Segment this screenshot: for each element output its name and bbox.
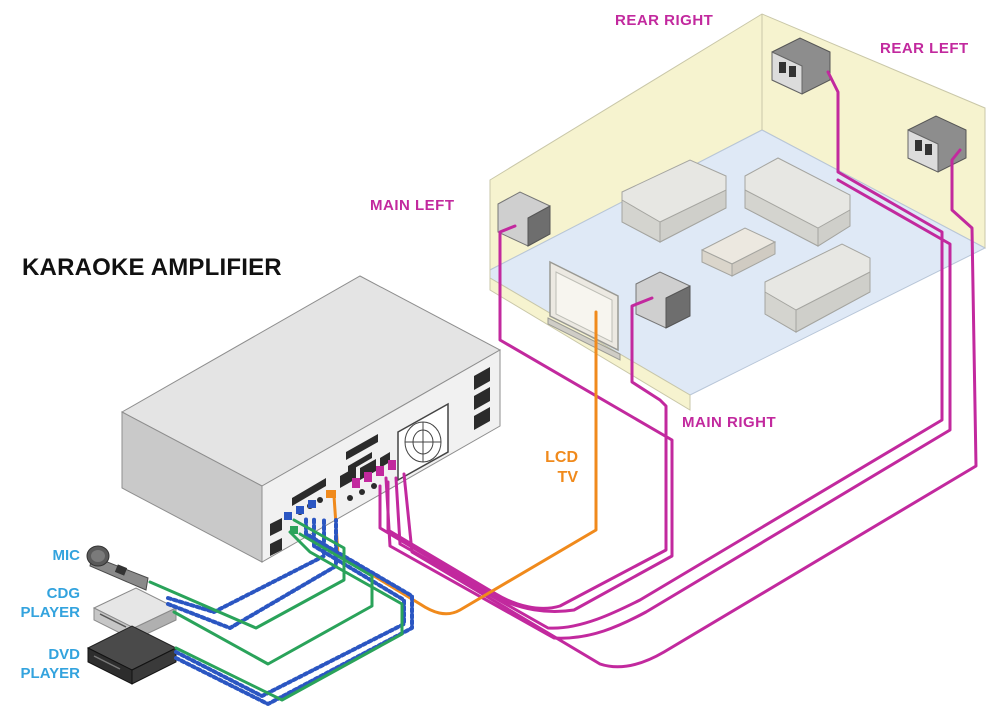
speaker-main-right [635,271,691,329]
label-mic: MIC [52,547,81,564]
label-rear-right: REAR RIGHT [615,12,714,29]
amplifier-input-jacks [284,460,396,534]
label-dvd: DVD [48,646,80,663]
label-dvd-player: PLAYER [20,665,80,682]
sofa-right [744,157,851,247]
cable-main-right [386,296,668,610]
cable-lcd-tv [332,310,598,616]
coffee-table [700,227,777,277]
cable-rear-left-pair [384,178,952,640]
cable-dvd-audio-b [174,516,414,706]
label-cdg-player: PLAYER [20,604,80,621]
speaker-main-left [497,191,551,247]
speaker-cables [378,70,978,669]
sofa-left [621,159,727,243]
label-lcd: LCD [545,449,578,466]
speaker-rear-left [907,115,967,173]
cable-rear-left [402,148,978,669]
cable-cdg-video [172,532,374,666]
dvd-player [86,625,178,685]
label-rear-left: REAR LEFT [880,40,969,57]
cable-mic [148,518,346,630]
label-main-left: MAIN LEFT [370,197,455,214]
label-cdg: CDG [46,585,80,602]
video-cable [332,310,598,616]
microphone [86,545,149,591]
karaoke-amplifier [120,275,502,563]
label-main-right: MAIN RIGHT [682,414,777,431]
amplifier-fan [397,402,449,482]
cable-dvd-video [174,530,404,702]
amplifier-rear-panel [261,349,501,563]
living-room [489,13,987,411]
speaker-rear-right [771,37,831,95]
diagram-title: KARAOKE AMPLIFIER [22,254,282,281]
sofa-front [764,243,871,333]
lcd-tv [547,260,621,361]
amplifier-connectors [270,367,490,556]
mic-cables [148,518,404,702]
cable-rear-right [394,70,944,630]
label-tv: TV [557,469,578,486]
